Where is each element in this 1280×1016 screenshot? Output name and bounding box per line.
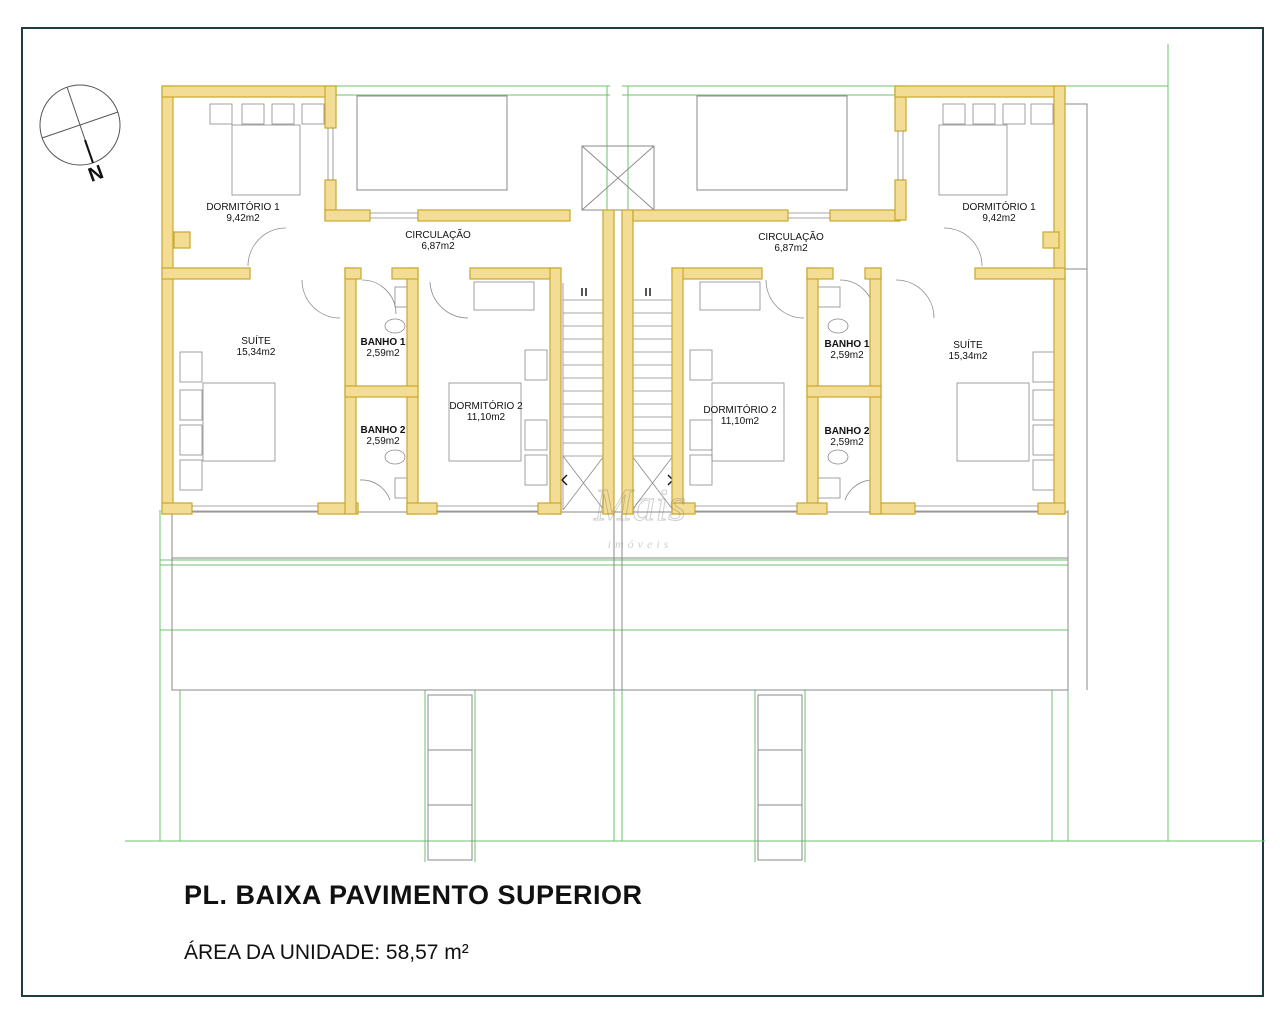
room-labels-right: DORMITÓRIO 1 9,42m2 CIRCULAÇÃO 6,87m2 SU… <box>703 200 1036 448</box>
room-labels-left: DORMITÓRIO 1 9,42m2 CIRCULAÇÃO 6,87m2 SU… <box>206 200 523 447</box>
staircase <box>562 283 674 511</box>
room-name-suite-right: SUÍTE <box>953 338 983 351</box>
room-area-banho2-right: 2,59m2 <box>830 437 864 448</box>
room-area-dorm2-left: 11,10m2 <box>467 412 506 423</box>
unit-area-label: ÁREA DA UNIDADE: 58,57 m² <box>184 941 469 964</box>
room-area-suite-left: 15,34m2 <box>237 347 276 358</box>
room-name-circ-right: CIRCULAÇÃO <box>758 230 824 243</box>
room-area-banho1-right: 2,59m2 <box>830 350 864 361</box>
watermark-sub: imóveis <box>608 537 673 551</box>
room-area-banho1-left: 2,59m2 <box>366 348 400 359</box>
stair-arrow-marks <box>561 288 674 486</box>
north-letter: N <box>85 161 106 187</box>
room-area-suite-right: 15,34m2 <box>949 351 988 362</box>
room-area-dorm1-left: 9,42m2 <box>226 213 260 224</box>
room-name-dorm2-left: DORMITÓRIO 2 <box>449 399 523 412</box>
room-area-dorm2-right: 11,10m2 <box>721 416 760 427</box>
room-name-dorm1-right: DORMITÓRIO 1 <box>962 200 1036 213</box>
room-name-circ-left: CIRCULAÇÃO <box>405 228 471 241</box>
room-name-banho2-left: BANHO 2 <box>360 425 405 436</box>
walls <box>161 85 1066 515</box>
room-area-banho2-left: 2,59m2 <box>366 436 400 447</box>
plan-title: PL. BAIXA PAVIMENTO SUPERIOR <box>184 880 643 910</box>
furniture <box>179 103 1056 499</box>
watermark-brand: Mais <box>593 479 686 530</box>
room-name-banho1-left: BANHO 1 <box>360 337 405 348</box>
room-name-dorm1-left: DORMITÓRIO 1 <box>206 200 280 213</box>
window-lines <box>192 128 1038 512</box>
room-name-suite-left: SUÍTE <box>241 334 271 347</box>
construction-lines <box>171 95 1088 861</box>
room-name-banho1-right: BANHO 1 <box>824 339 869 350</box>
drawing-frame <box>21 27 1264 997</box>
room-name-dorm2-right: DORMITÓRIO 2 <box>703 403 777 416</box>
room-area-circ-right: 6,87m2 <box>774 243 808 254</box>
site-guide-lines <box>125 44 1265 862</box>
room-area-dorm1-right: 9,42m2 <box>982 213 1016 224</box>
room-name-banho2-right: BANHO 2 <box>824 426 869 437</box>
north-compass: N <box>39 84 121 187</box>
room-area-circ-left: 6,87m2 <box>421 241 455 252</box>
watermark: Mais imóveis <box>593 479 687 552</box>
